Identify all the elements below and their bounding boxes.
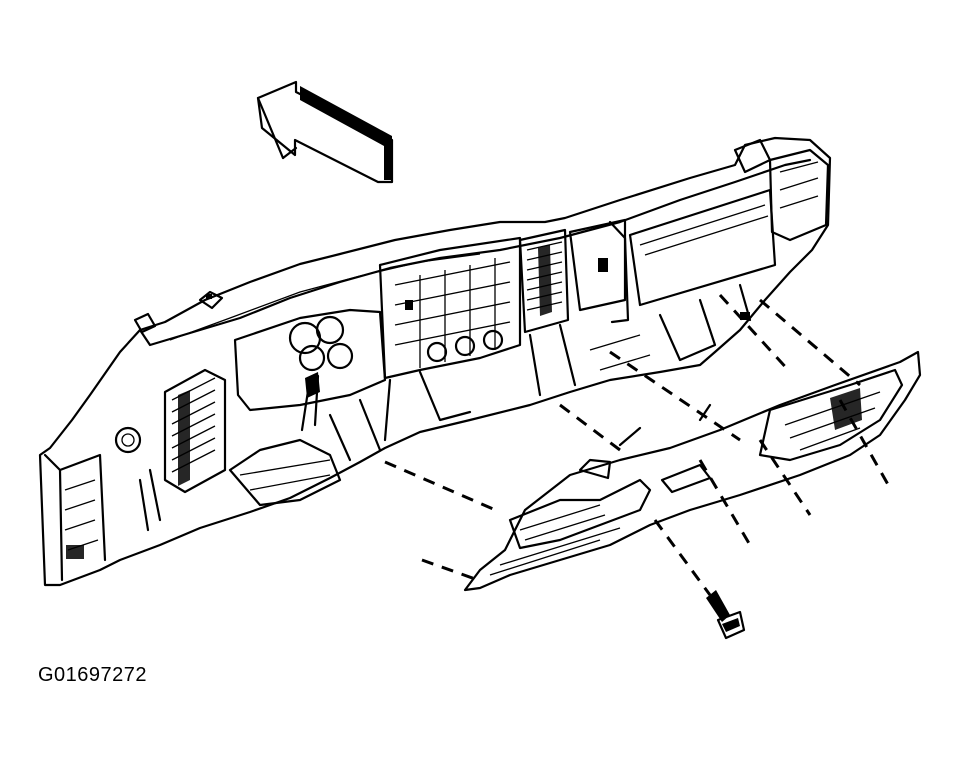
instrument-panel-lower-trim — [463, 350, 922, 592]
alignment-dashed-lines — [384, 293, 892, 596]
figure-id-label: G01697272 — [38, 664, 148, 686]
instrument-panel-carrier — [38, 136, 832, 587]
front-direction-arrow-icon — [256, 80, 394, 184]
retaining-screw-icon — [706, 590, 746, 640]
